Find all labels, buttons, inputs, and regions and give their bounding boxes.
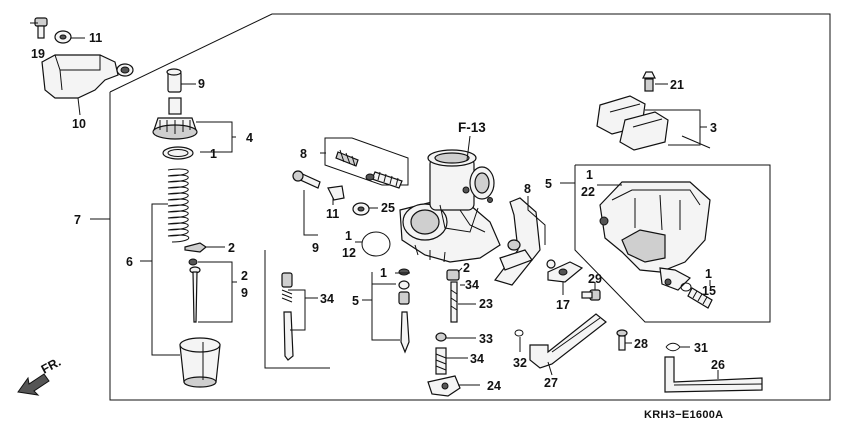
front-direction-label: FR. [39, 355, 63, 377]
callout-2-main-jet: 2 [463, 261, 470, 275]
callout-5: 5 [545, 177, 552, 191]
top-cap-part [152, 97, 198, 140]
callout-18: 10 [72, 117, 86, 131]
callout-19: 11 [89, 31, 102, 45]
callout-3: 3 [710, 121, 717, 135]
needle-jet-frame [264, 250, 330, 369]
starter-valve-part [427, 332, 461, 397]
washer-part [54, 30, 72, 44]
float-pin-part [642, 71, 656, 92]
callout-34-main-jet: 34 [465, 278, 479, 292]
callout-27: 28 [634, 337, 648, 351]
carburetor-body-part [399, 135, 501, 263]
reference-code: KRH3−E1600A [644, 409, 723, 421]
top-cover-part [41, 54, 134, 99]
callout-labels: 19 11 10 9 4 1 7 6 2 2 9 8 11 9 25 1 12 … [31, 31, 725, 421]
callout-9: 9 [241, 286, 248, 300]
throttle-link-part [493, 197, 584, 286]
callout-15: 7 [74, 213, 81, 227]
callout-24: 25 [381, 201, 395, 215]
callout-1-float-chamber: 1 [586, 168, 593, 182]
callout-14: 15 [702, 284, 716, 298]
float-chamber-frame [574, 164, 771, 323]
callout-25: 26 [711, 358, 725, 372]
callout-1-o-ring: 1 [210, 147, 217, 161]
callout-28: 29 [588, 272, 602, 286]
callout-29: 19 [31, 47, 45, 61]
air-screw-set-part [292, 137, 409, 201]
screw-27-part [616, 329, 628, 351]
float-chamber-part [599, 181, 711, 291]
callout-1-drain: 1 [705, 267, 712, 281]
callout-30: 31 [694, 341, 708, 355]
callout-22: 23 [479, 297, 493, 311]
screw-part [34, 17, 48, 39]
throttle-valve-spring-part [167, 168, 190, 243]
insulator-o-ring-part [361, 231, 391, 257]
callout-13: 12 [342, 246, 356, 260]
callout-11: 9 [312, 241, 319, 255]
jet-needle-part [189, 266, 201, 323]
callout-7: 6 [126, 255, 133, 269]
front-direction-arrow [17, 373, 50, 396]
main-jet-part [446, 269, 460, 323]
callout-2-clip: 2 [228, 241, 235, 255]
screw-28-part [581, 289, 601, 301]
breather-hose-part [514, 313, 607, 369]
callout-12: 11 [326, 207, 339, 221]
callout-23: 24 [487, 379, 501, 393]
callout-33: 34 [470, 352, 484, 366]
callout-32: 33 [479, 332, 493, 346]
callout-31: 32 [513, 356, 527, 370]
callout-1-needle-jet: 1 [380, 266, 387, 280]
callout-16: 17 [556, 298, 570, 312]
float-part [596, 95, 711, 151]
callout-4: 4 [246, 131, 253, 145]
drain-screw-part [680, 282, 713, 309]
callout-10: 8 [300, 147, 307, 161]
callout-21: 22 [581, 185, 595, 199]
slow-jet-part [281, 272, 294, 361]
leader-lines [30, 22, 719, 386]
callout-8: 8 [524, 182, 531, 196]
callout-17: 9 [198, 77, 205, 91]
throttle-valve-part [179, 337, 221, 388]
drain-tube-part [664, 342, 763, 393]
needle-clip-part [184, 242, 208, 266]
section-label: F-13 [458, 120, 486, 135]
callout-6: 5 [352, 294, 359, 308]
callout-1-insulator: 1 [345, 229, 352, 243]
callout-34-slow-jet: 34 [320, 292, 334, 306]
needle-jet-part [398, 268, 410, 354]
callout-2-needle: 2 [241, 269, 248, 283]
callout-20: 21 [670, 78, 684, 92]
o-ring-part [162, 146, 194, 160]
assembly-frame [109, 13, 831, 401]
washer-24-part [352, 202, 370, 216]
callout-26: 27 [544, 376, 558, 390]
cable-adjuster-part [166, 68, 182, 93]
